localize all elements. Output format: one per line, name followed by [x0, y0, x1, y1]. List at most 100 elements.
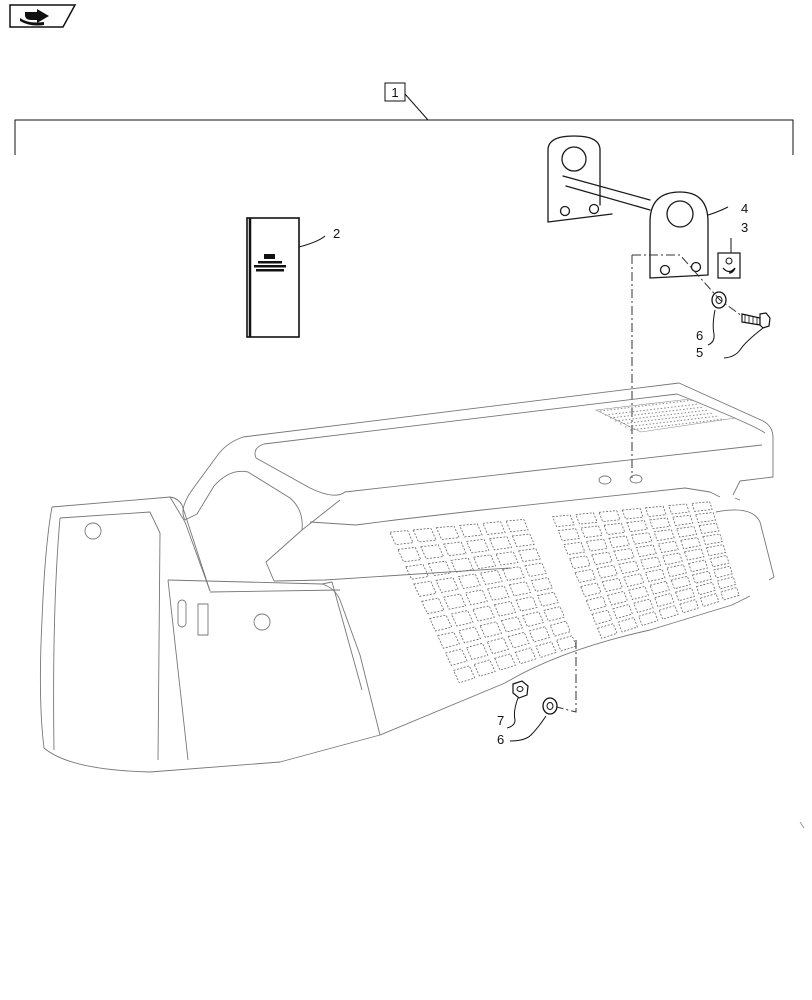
screen-cell	[479, 569, 503, 585]
screen-cell	[397, 546, 422, 563]
screen-cell	[405, 563, 430, 580]
intake-grille	[594, 398, 737, 433]
screen-cell	[612, 604, 633, 619]
callout-6-lower[interactable]: 6	[497, 732, 504, 747]
machine-hood	[39, 382, 775, 773]
screen-cell	[691, 501, 713, 512]
screen-cell	[716, 576, 737, 590]
screen-cell	[522, 611, 544, 628]
screen-cell	[698, 522, 720, 535]
screen-cell	[591, 609, 613, 625]
screen-cell	[621, 507, 644, 520]
screen-cell	[472, 605, 495, 622]
screen-cell	[601, 577, 623, 592]
washer-upper	[711, 291, 727, 309]
screen-cell	[580, 582, 602, 597]
screen-cell	[653, 529, 675, 542]
callout-4[interactable]: 4	[741, 201, 748, 216]
screen-cell	[679, 599, 699, 614]
screen-cell	[635, 544, 657, 558]
callout-1-label: 1	[391, 85, 398, 100]
screen-cell	[596, 564, 618, 579]
screen-cell	[644, 568, 666, 583]
screen-cell	[458, 626, 481, 644]
hex-bolt	[741, 312, 771, 329]
screen-cell	[613, 548, 635, 562]
screen-cell	[598, 510, 621, 523]
screen-cell	[493, 600, 517, 617]
screen-cell	[511, 533, 535, 548]
screen-cell	[443, 541, 467, 557]
screen-cell	[705, 544, 727, 557]
screen-cell	[389, 530, 414, 546]
clip-fastener	[717, 252, 741, 279]
screen-cell	[640, 556, 662, 570]
screen-cell	[472, 554, 497, 570]
screen-cell	[691, 570, 712, 584]
screen-cell	[518, 548, 541, 563]
screen-cell	[457, 573, 481, 589]
screen-cell	[435, 577, 459, 593]
screen-cell	[603, 522, 626, 536]
assembly-bracket	[14, 93, 794, 155]
screen-cell	[662, 552, 683, 566]
screen-cell	[453, 665, 476, 684]
screen-cell	[623, 573, 645, 588]
screen-cell	[713, 565, 733, 579]
lock-nut	[512, 680, 529, 699]
next-page-arrow-icon[interactable]	[9, 4, 77, 28]
screen-cell	[666, 564, 687, 578]
radiator-screen	[389, 501, 740, 684]
callout-7[interactable]: 7	[497, 713, 504, 728]
screen-cell	[676, 525, 698, 538]
screen-cell	[649, 517, 671, 530]
callout-6-upper[interactable]: 6	[696, 328, 703, 343]
screen-cell	[543, 606, 565, 622]
screen-cell	[591, 551, 613, 566]
callout-2[interactable]: 2	[333, 226, 340, 241]
screen-cell	[437, 631, 460, 649]
screen-cell	[695, 581, 716, 596]
screen-cell	[479, 621, 502, 638]
screen-cell	[626, 520, 649, 533]
screen-cell	[608, 535, 631, 549]
screen-cell	[695, 512, 717, 523]
screen-cell	[649, 580, 670, 595]
screen-cell	[699, 593, 720, 608]
screen-cell	[563, 541, 586, 556]
callout-5[interactable]: 5	[696, 345, 703, 360]
screen-cell	[421, 597, 445, 615]
screen-cell	[633, 598, 654, 614]
operator-manual	[246, 217, 300, 338]
screen-cell	[549, 620, 571, 637]
screen-cell	[429, 614, 453, 632]
screen-cell	[535, 641, 557, 658]
screen-cell	[505, 518, 529, 533]
screen-cell	[502, 566, 525, 581]
screen-cell	[507, 631, 530, 649]
screen-cell	[658, 605, 679, 620]
screen-cell	[445, 648, 468, 666]
screen-cell	[465, 589, 488, 606]
screen-cell	[638, 611, 659, 627]
screen-cell	[488, 536, 513, 551]
washer-lower	[542, 697, 558, 715]
screen-cell	[617, 617, 638, 633]
callout-3[interactable]: 3	[741, 220, 748, 235]
screen-cell	[552, 514, 575, 528]
screen-cell	[672, 514, 694, 526]
screen-cell	[450, 610, 474, 627]
screen-cell	[568, 555, 591, 570]
callout-1[interactable]: 1	[384, 82, 406, 102]
screen-cell	[482, 521, 506, 535]
screen-cell	[537, 591, 559, 607]
screen-cell	[508, 581, 532, 597]
screen-cell	[684, 548, 705, 561]
screen-cell	[670, 575, 691, 590]
screen-cell	[644, 505, 667, 517]
screen-cell	[528, 626, 551, 643]
screen-cell	[459, 523, 483, 538]
screen-cell	[631, 532, 653, 545]
screen-cell	[494, 653, 516, 671]
